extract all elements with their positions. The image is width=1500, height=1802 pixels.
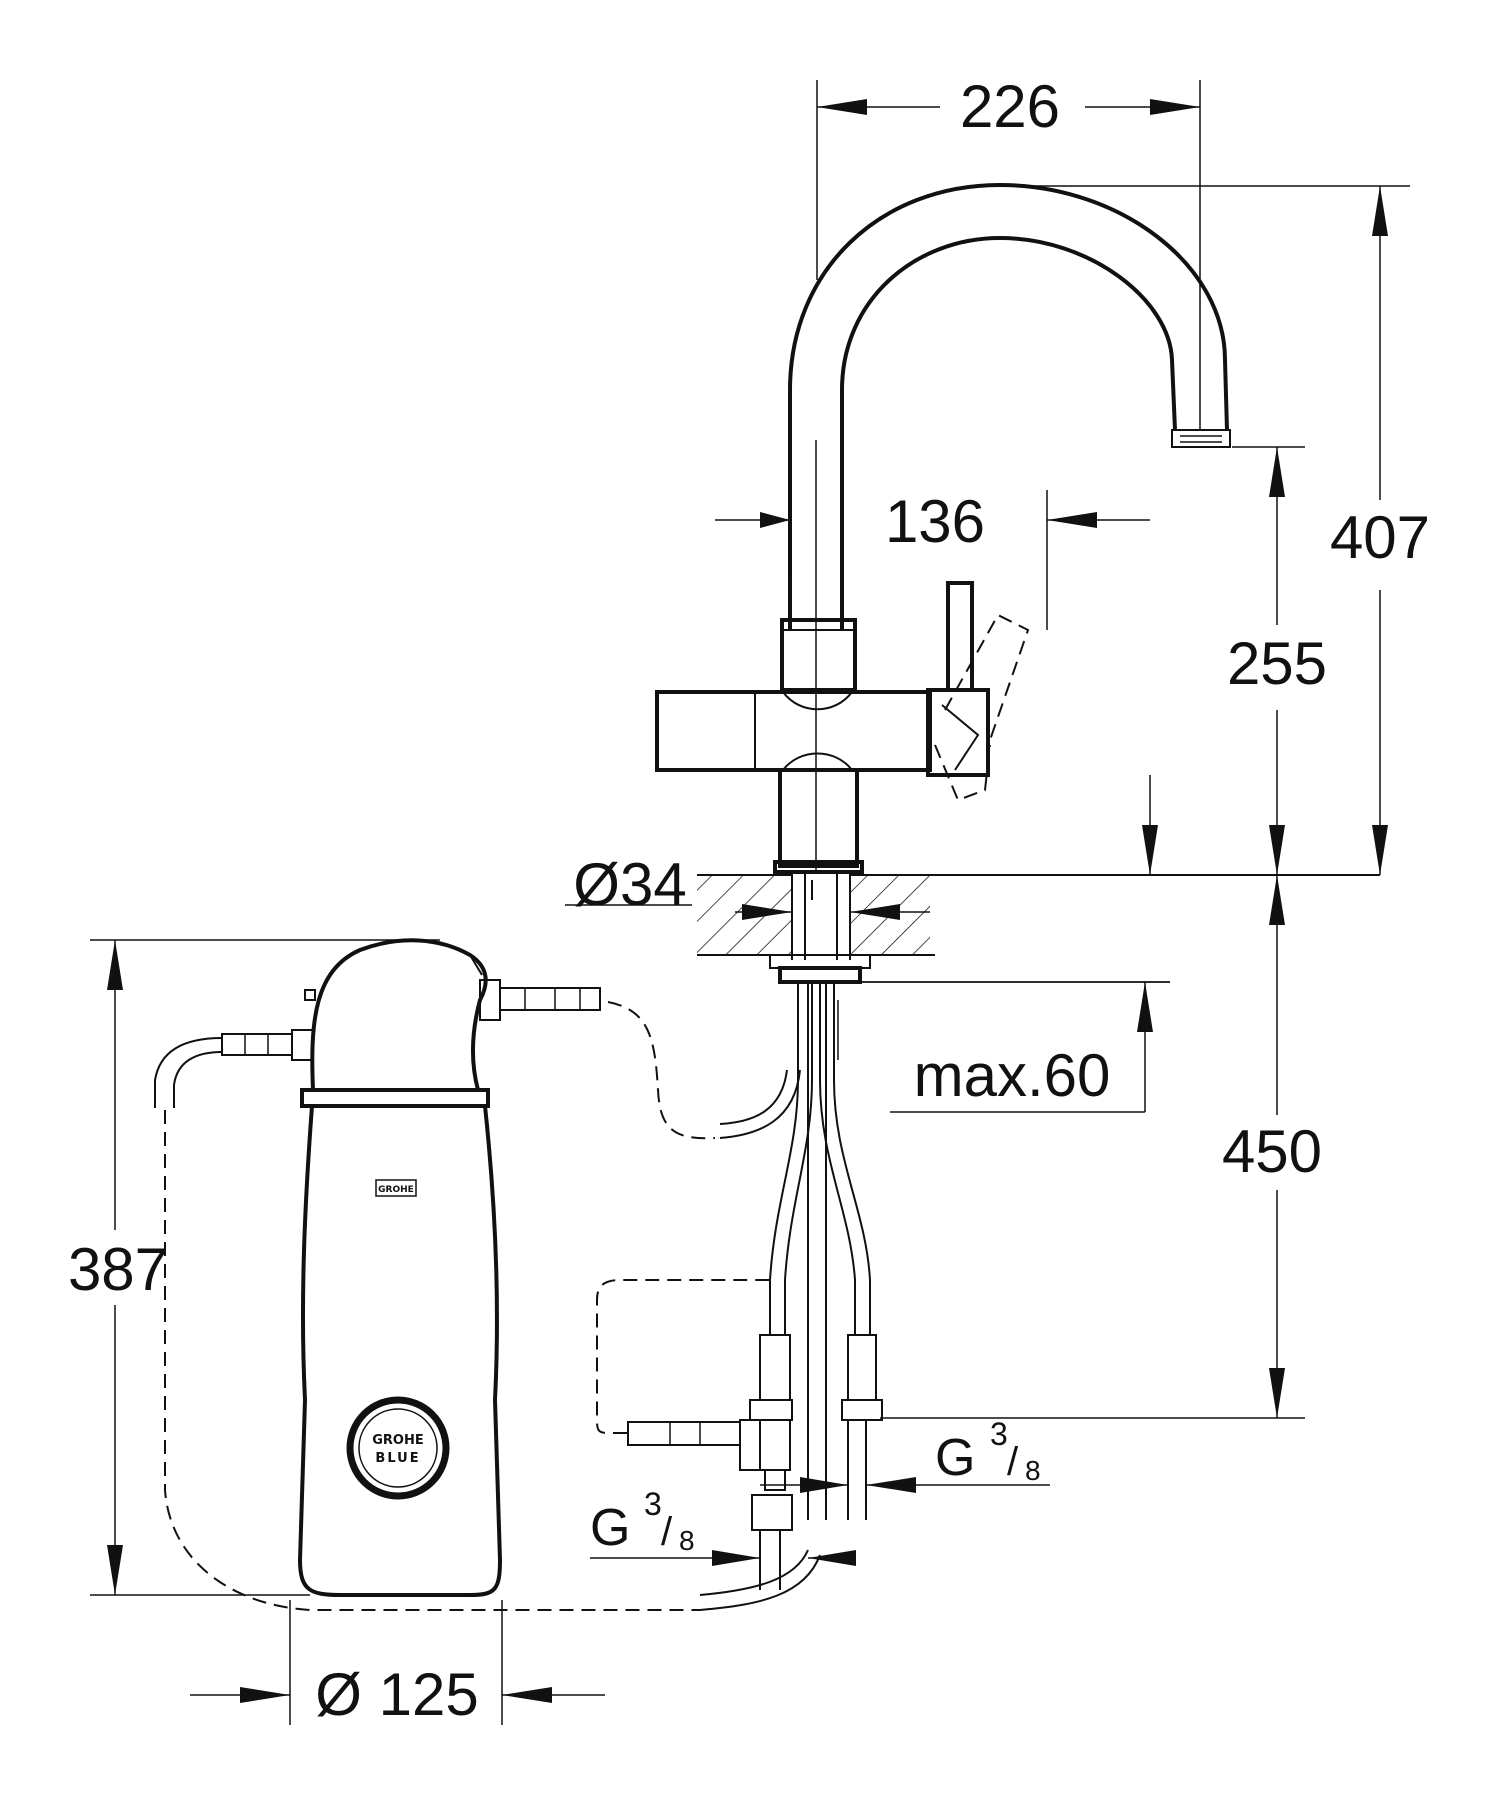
spout-inner: [840, 235, 1177, 630]
svg-text:8: 8: [679, 1525, 695, 1556]
tee-valve: [759, 1419, 791, 1471]
filter-collar: [300, 1088, 490, 1108]
mixer-body: [655, 690, 932, 772]
hose-routing-dashed: [164, 1001, 775, 1611]
dim-diameter-34: Ø34: [573, 851, 686, 918]
dim-255: 255: [1227, 630, 1327, 697]
grohe-blue-badge-line2: BLUE: [375, 1451, 420, 1466]
svg-text:/: /: [661, 1510, 673, 1554]
grohe-blue-badge-line1: GROHE: [372, 1433, 424, 1448]
dim-450: 450: [1222, 1118, 1322, 1185]
lever-handle: [946, 581, 974, 692]
faucet: [655, 182, 1231, 984]
svg-text:G: G: [935, 1429, 975, 1487]
filter-inlet-fitting: [291, 1029, 314, 1061]
thread-label-left: G 3 / 8: [590, 1486, 695, 1557]
svg-text:/: /: [1007, 1440, 1019, 1484]
dim-226: 226: [960, 73, 1060, 140]
dimension-lines: [90, 80, 1410, 1725]
dim-387: 387: [68, 1236, 168, 1303]
filter-small-badge: [375, 1179, 417, 1197]
filter-body: [297, 1105, 503, 1597]
filter-small-badge-text: GROHE: [378, 1185, 414, 1195]
filter-unit: GROHE GROHE BLUE: [154, 938, 601, 1597]
svg-text:8: 8: [1025, 1455, 1041, 1486]
supply-hoses: [627, 982, 883, 1611]
dim-diameter-125: Ø 125: [315, 1661, 478, 1728]
svg-text:3: 3: [644, 1486, 662, 1522]
faucet-stem: [778, 770, 859, 868]
filter-outlet-fitting: [479, 979, 501, 1021]
spout-outer: [788, 182, 1229, 630]
aerator: [1171, 429, 1231, 448]
svg-text:3: 3: [990, 1416, 1008, 1452]
svg-text:G: G: [590, 1499, 630, 1557]
filter-head: [310, 938, 488, 1091]
dim-max-60: max.60: [914, 1042, 1111, 1109]
thread-label-right: G 3 / 8: [935, 1416, 1041, 1487]
dim-407: 407: [1330, 504, 1430, 571]
lever-alt-position: [944, 613, 1030, 741]
dim-136: 136: [885, 488, 985, 555]
grohe-blue-badge: [346, 1396, 450, 1500]
mounting-shank: [791, 872, 851, 960]
